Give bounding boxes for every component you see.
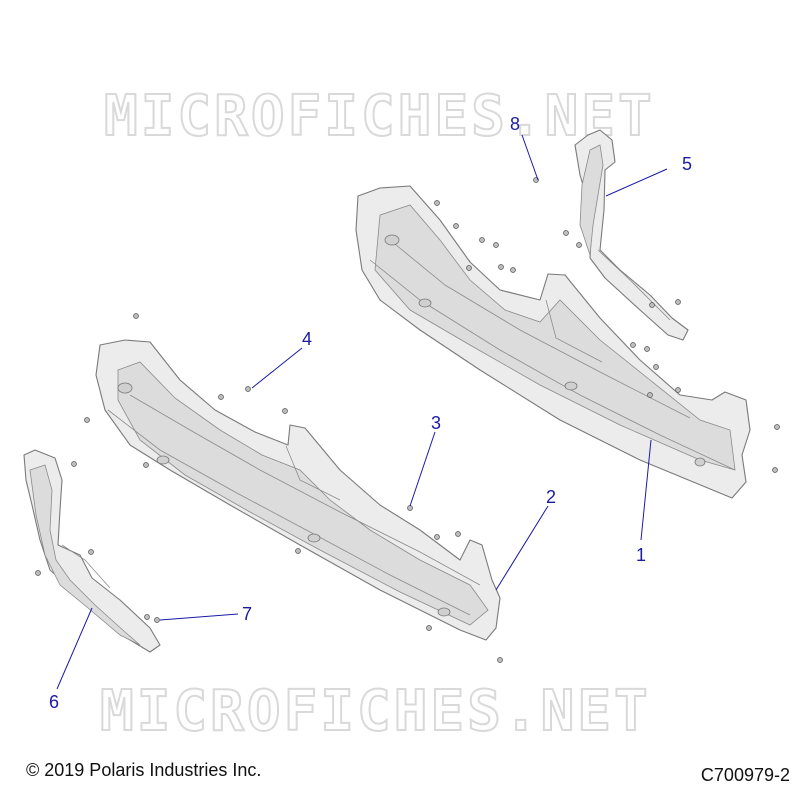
fastener-group-8 bbox=[434, 177, 780, 473]
callout-labels: 1 2 3 4 5 6 7 8 bbox=[49, 114, 692, 712]
leader-2 bbox=[495, 505, 549, 591]
copyright-notice: © 2019 Polaris Industries Inc. bbox=[26, 760, 262, 780]
callout-7[interactable]: 7 bbox=[242, 604, 252, 624]
callout-5[interactable]: 5 bbox=[682, 154, 692, 174]
leader-8 bbox=[521, 134, 539, 181]
leader-4 bbox=[251, 347, 303, 389]
fastener-group-lower bbox=[35, 313, 503, 663]
callout-1[interactable]: 1 bbox=[636, 545, 646, 565]
part-2-rocker-panel-left[interactable] bbox=[95, 339, 501, 641]
leader-5 bbox=[605, 168, 668, 197]
callout-8[interactable]: 8 bbox=[510, 114, 520, 134]
leader-1 bbox=[640, 439, 652, 541]
part-1-rocker-panel-right[interactable] bbox=[355, 185, 751, 499]
watermark-top: MICROFICHES.NET bbox=[104, 84, 655, 149]
leader-6 bbox=[56, 607, 93, 690]
callout-3[interactable]: 3 bbox=[431, 413, 441, 433]
callout-2[interactable]: 2 bbox=[546, 487, 556, 507]
callout-4[interactable]: 4 bbox=[302, 329, 312, 349]
part-6-upright-trim-left[interactable] bbox=[23, 449, 161, 653]
drawing-number: C700979-2 bbox=[700, 765, 790, 785]
part-5-upright-trim-right[interactable] bbox=[574, 129, 689, 341]
callout-6[interactable]: 6 bbox=[49, 692, 59, 712]
leader-lines bbox=[56, 134, 668, 690]
watermark-bottom: MICROFICHES.NET bbox=[100, 679, 651, 744]
leader-7 bbox=[159, 613, 239, 621]
leader-3 bbox=[409, 431, 436, 507]
